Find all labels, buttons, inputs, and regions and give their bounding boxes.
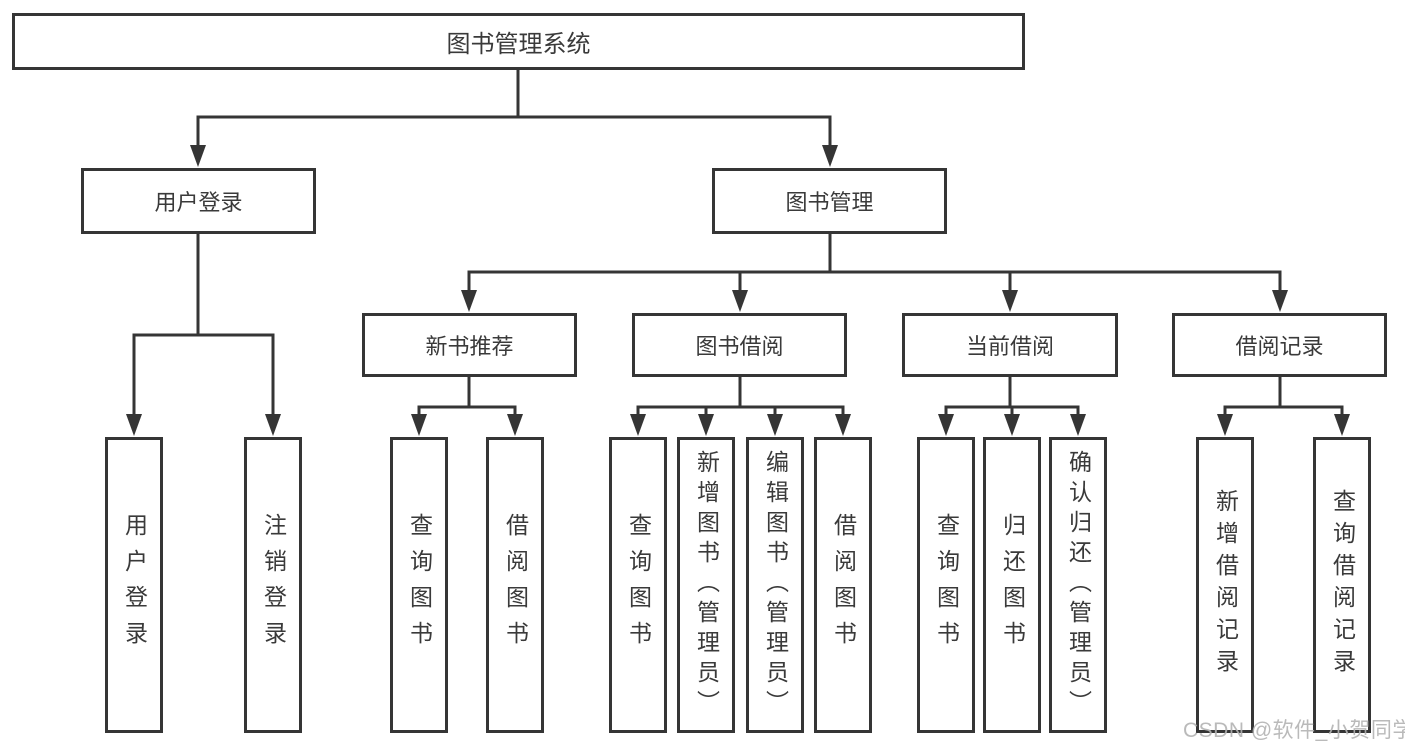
node-label: 借阅图书 (830, 513, 857, 657)
node-label: 确认归还（管理员） (1065, 450, 1092, 720)
node-login-leaf: 用户登录 (105, 437, 163, 733)
node-library-system: 图书管理系统 (12, 13, 1025, 70)
node-label: 注销登录 (260, 513, 287, 657)
node-logout-leaf: 注销登录 (244, 437, 302, 733)
node-cb-confirm-return-admin: 确认归还（管理员） (1049, 437, 1107, 733)
node-cb-query-books: 查询图书 (917, 437, 975, 733)
node-label: 图书借阅 (695, 334, 784, 359)
node-label: 编辑图书（管理员） (762, 450, 789, 720)
node-label: 新书推荐 (425, 334, 514, 359)
csdn-watermark: CSDN @软件_小贺同学 (1183, 719, 1405, 742)
node-book-borrowing: 图书借阅 (632, 313, 847, 377)
node-label: 用户登录 (154, 190, 243, 215)
node-bb-add-books-admin: 新增图书（管理员） (677, 437, 735, 733)
node-nb-borrow-books: 借阅图书 (486, 437, 544, 733)
node-label: 新增借阅记录 (1212, 489, 1239, 681)
node-bb-borrow-books: 借阅图书 (814, 437, 872, 733)
node-label: 新增图书（管理员） (693, 450, 720, 720)
node-label: 当前借阅 (965, 334, 1054, 359)
node-bb-edit-books-admin: 编辑图书（管理员） (746, 437, 804, 733)
node-cb-return-books: 归还图书 (983, 437, 1041, 733)
node-label: 归还图书 (999, 513, 1026, 657)
node-label: 用户登录 (121, 513, 148, 657)
node-label: 图书管理 (785, 190, 874, 215)
node-label: 查询图书 (625, 513, 652, 657)
node-label: 图书管理系统 (446, 31, 591, 58)
node-book-management: 图书管理 (712, 168, 947, 234)
node-label: 借阅记录 (1235, 334, 1324, 359)
node-nb-query-books: 查询图书 (390, 437, 448, 733)
node-new-book-recommend: 新书推荐 (362, 313, 577, 377)
node-br-query-record: 查询借阅记录 (1313, 437, 1371, 733)
node-label: 查询借阅记录 (1329, 489, 1356, 681)
node-label: 借阅图书 (502, 513, 529, 657)
node-br-add-record: 新增借阅记录 (1196, 437, 1254, 733)
node-label: 查询图书 (933, 513, 960, 657)
node-label: 查询图书 (406, 513, 433, 657)
node-bb-query-books: 查询图书 (609, 437, 667, 733)
node-current-borrowing: 当前借阅 (902, 313, 1118, 377)
node-borrow-records: 借阅记录 (1172, 313, 1387, 377)
node-user-login: 用户登录 (81, 168, 316, 234)
